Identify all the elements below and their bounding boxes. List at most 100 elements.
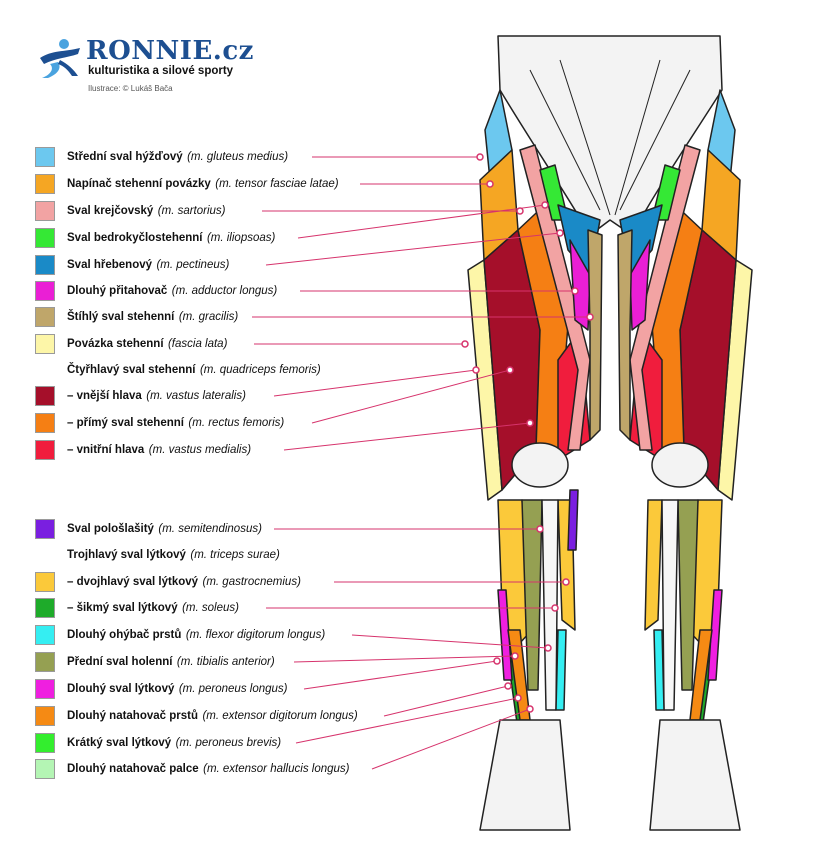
- legend-latin: (fascia lata): [167, 338, 228, 350]
- pelvis-bone: [497, 35, 723, 236]
- legend-item-tibialis-anterior: Přední sval holenní (m. tibialis anterio…: [35, 652, 275, 672]
- legend-latin: (m. vastus medialis): [148, 444, 252, 456]
- legend-latin: (m. iliopsoas): [206, 232, 276, 244]
- legend-item-gracilis: Štíhlý sval stehenní (m. gracilis): [35, 307, 238, 327]
- legend-name: – vnitřní hlava: [67, 444, 145, 456]
- legend-item-peroneus-brevis: Krátký sval lýtkový (m. peroneus brevis): [35, 733, 281, 753]
- legend-name: Dlouhý natahovač palce: [67, 763, 199, 775]
- legend-item-extensor-hallucis-longus: Dlouhý natahovač palce (m. extensor hall…: [35, 759, 349, 779]
- legend-latin: (m. semitendinosus): [158, 523, 262, 535]
- brand-name: RONNIE.cz: [86, 36, 254, 66]
- legend-item-pectineus: Sval hřebenový (m. pectineus): [35, 255, 229, 275]
- legend-item-soleus: – šikmý sval lýtkový (m. soleus): [35, 598, 239, 618]
- legend-swatch: [35, 307, 55, 327]
- legend-item-rectus-femoris: – přímý sval stehenní (m. rectus femoris…: [35, 413, 284, 433]
- illustration-credit: Ilustrace: © Lukáš Bača: [88, 84, 173, 93]
- legend-item-vastus-lateralis: – vnější hlava (m. vastus lateralis): [35, 386, 246, 406]
- legend-latin: (m. extensor hallucis longus): [203, 763, 350, 775]
- legend-item-extensor-digitorum-longus: Dlouhý natahovač prstů (m. extensor digi…: [35, 706, 358, 726]
- legs-muscle-illustration: [467, 35, 753, 831]
- left-tibia: [541, 499, 559, 711]
- legend-swatch: [35, 228, 55, 248]
- legend-swatch: [35, 386, 55, 406]
- runner-icon: [40, 39, 80, 78]
- legend-item-tensor-fasciae-latae: Napínač stehenní povázky (m. tensor fasc…: [35, 174, 339, 194]
- legend-name: Krátký sval lýtkový: [67, 737, 172, 749]
- legend-latin: (m. rectus femoris): [188, 417, 285, 429]
- legend-latin: (m. sartorius): [157, 205, 226, 217]
- legend-name: Dlouhý sval lýtkový: [67, 683, 175, 695]
- legend-latin: (m. quadriceps femoris): [199, 364, 321, 376]
- legend-swatch: [35, 413, 55, 433]
- legend-latin: (m. soleus): [182, 602, 239, 614]
- legend-latin: (m. peroneus brevis): [175, 737, 282, 749]
- brand-tagline: kulturistika a silové sporty: [88, 65, 234, 77]
- legend-item-peroneus-longus: Dlouhý sval lýtkový (m. peroneus longus): [35, 679, 288, 699]
- legend-latin: (m. vastus lateralis): [146, 390, 246, 402]
- left-foot: [479, 719, 571, 831]
- legend-item-semitendinosus: Sval pološlašitý (m. semitendinosus): [35, 519, 262, 539]
- left-semitendinosus: [567, 489, 579, 551]
- legend-name: Povázka stehenní: [67, 338, 164, 350]
- legend-swatch: [35, 759, 55, 779]
- legend-name: Dlouhý přitahovač: [67, 285, 168, 297]
- legend-heading-quadriceps: Čtyřhlavý sval stehenní (m. quadriceps f…: [35, 360, 321, 380]
- legend-swatch: [35, 679, 55, 699]
- legend-swatch: [35, 733, 55, 753]
- legend-swatch: [35, 147, 55, 167]
- legend-item-fascia-lata: Povázka stehenní (fascia lata): [35, 334, 227, 354]
- left-knee-cap: [511, 442, 569, 488]
- left-sartorius: [519, 144, 591, 451]
- legend-name: – dvojhlavý sval lýtkový: [67, 576, 199, 588]
- legend-swatch: [35, 598, 55, 618]
- legend-latin: (m. gracilis): [178, 311, 239, 323]
- legend-latin: (m. gluteus medius): [187, 151, 289, 163]
- legend-heading-triceps-surae: Trojhlavý sval lýtkový (m. triceps surae…: [35, 545, 280, 565]
- legend-latin: (m. peroneus longus): [178, 683, 288, 695]
- legend-swatch: [35, 706, 55, 726]
- left-tibialis-anterior: [521, 499, 543, 691]
- legend-item-flexor-digitorum-longus: Dlouhý ohýbač prstů (m. flexor digitorum…: [35, 625, 325, 645]
- legend-name: Sval krejčovský: [67, 205, 154, 217]
- legend-name: Střední sval hýžďový: [67, 151, 183, 163]
- legend-item-gluteus-medius: Střední sval hýžďový (m. gluteus medius): [35, 147, 288, 167]
- legend-swatch: [35, 440, 55, 460]
- legend-latin: (m. tensor fasciae latae): [215, 178, 339, 190]
- legend-name: Čtyřhlavý sval stehenní: [67, 364, 196, 376]
- legend-item-adductor-longus: Dlouhý přitahovač (m. adductor longus): [35, 281, 277, 301]
- legend-latin: (m. gastrocnemius): [202, 576, 301, 588]
- legend-swatch: [35, 255, 55, 275]
- legend-name: Sval hřebenový: [67, 259, 153, 271]
- legend-name: Sval pološlašitý: [67, 523, 154, 535]
- legend-name: – přímý sval stehenní: [67, 417, 184, 429]
- legend-swatch: [35, 281, 55, 301]
- legend-name: – vnější hlava: [67, 390, 142, 402]
- ronnie-logo: RONNIE.cz kulturistika a silové sporty I…: [34, 34, 254, 104]
- legend-swatch: [35, 519, 55, 539]
- legend-latin: (m. extensor digitorum longus): [202, 710, 358, 722]
- legend-name: Napínač stehenní povázky: [67, 178, 211, 190]
- legend-latin: (m. tibialis anterior): [176, 656, 275, 668]
- legend-name: – šikmý sval lýtkový: [67, 602, 178, 614]
- legend-item-vastus-medialis: – vnitřní hlava (m. vastus medialis): [35, 440, 251, 460]
- legend-swatch: [35, 201, 55, 221]
- legend-latin: (m. pectineus): [156, 259, 230, 271]
- legend-name: Přední sval holenní: [67, 656, 173, 668]
- legend-item-sartorius: Sval krejčovský (m. sartorius): [35, 201, 226, 221]
- legend-swatch: [35, 174, 55, 194]
- legend-name: Štíhlý sval stehenní: [67, 311, 175, 323]
- left-gracilis: [587, 229, 603, 441]
- legend-latin: (m. triceps surae): [190, 549, 280, 561]
- legend-name: Dlouhý natahovač prstů: [67, 710, 198, 722]
- legend-item-gastrocnemius: – dvojhlavý sval lýtkový (m. gastrocnemi…: [35, 572, 301, 592]
- legend-latin: (m. flexor digitorum longus): [185, 629, 326, 641]
- legend-name: Sval bedrokyčlostehenní: [67, 232, 203, 244]
- legend-swatch: [35, 625, 55, 645]
- legend-name: Trojhlavý sval lýtkový: [67, 549, 186, 561]
- legend-name: Dlouhý ohýbač prstů: [67, 629, 182, 641]
- legend-item-iliopsoas: Sval bedrokyčlostehenní (m. iliopsoas): [35, 228, 275, 248]
- right-leg: [617, 89, 753, 831]
- pelvis-rib-lines: [529, 59, 691, 216]
- legend-latin: (m. adductor longus): [171, 285, 278, 297]
- legend-swatch: [35, 652, 55, 672]
